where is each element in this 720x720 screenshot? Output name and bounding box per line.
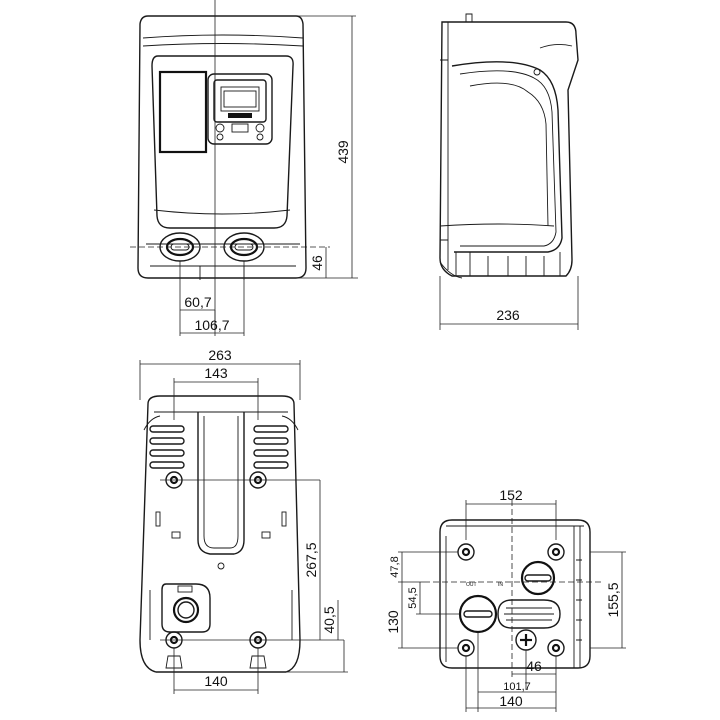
- label-in: IN: [498, 582, 503, 588]
- dim-47-8: 47,8: [389, 556, 401, 577]
- dim-439: 439: [335, 140, 351, 164]
- dim-152: 152: [499, 487, 523, 503]
- bottom-inlet-port: [520, 560, 556, 596]
- dim-140-back: 140: [204, 673, 228, 689]
- side-view: 236: [439, 13, 579, 330]
- dim-106-7: 106,7: [194, 317, 229, 333]
- dim-263: 263: [208, 347, 232, 363]
- dim-101-7: 101,7: [503, 681, 531, 693]
- bottom-outlet-port: [458, 594, 498, 634]
- vent-grille-left: [149, 425, 185, 469]
- cover-plate: [158, 70, 208, 154]
- vent-grille-right: [253, 425, 289, 469]
- dim-54-5: 54,5: [407, 587, 419, 608]
- dim-267-5: 267,5: [303, 542, 319, 577]
- dim-46-bottom: 46: [526, 658, 542, 674]
- drain-port: [161, 583, 211, 633]
- dim-143: 143: [204, 365, 228, 381]
- dim-130: 130: [385, 610, 401, 634]
- front-view: 439 46 60,7 106,7: [130, 0, 358, 336]
- back-view: 263 143 267,5 40,5 140: [139, 347, 348, 694]
- bottom-grille: [497, 599, 561, 629]
- bottom-view: OUT IN 152 47,8 54,5 130 155,5: [385, 487, 626, 712]
- dim-236: 236: [496, 307, 520, 323]
- control-panel: [207, 73, 273, 145]
- label-out: OUT: [466, 582, 477, 588]
- dim-60-7: 60,7: [184, 294, 211, 310]
- dim-155-5: 155,5: [605, 582, 621, 617]
- dim-140-bottom: 140: [499, 693, 523, 709]
- dim-40-5: 40,5: [321, 606, 337, 633]
- dim-46-front: 46: [309, 255, 325, 271]
